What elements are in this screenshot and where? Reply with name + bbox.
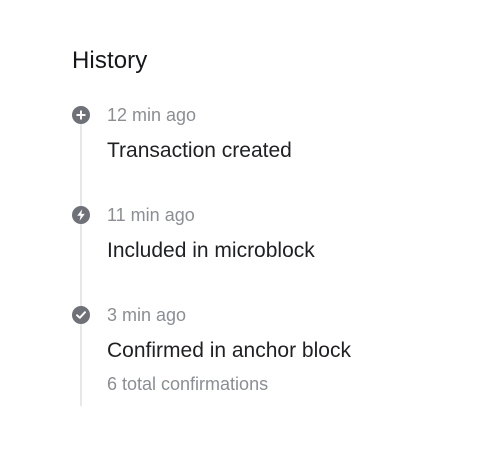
lightning-icon: [72, 206, 90, 224]
event-time: 12 min ago: [107, 105, 197, 125]
timeline-event-created: 12 min ago Transaction created: [72, 105, 452, 206]
history-panel: History 12 min ago Transaction created 1…: [72, 44, 452, 406]
confirmations-count: 6 total confirmations: [107, 374, 269, 394]
event-label: Confirmed in anchor block: [107, 339, 351, 362]
timeline-event-confirmed: 3 min ago Confirmed in anchor block 6 to…: [72, 305, 452, 406]
history-title: History: [72, 47, 148, 74]
event-label: Transaction created: [107, 139, 292, 162]
timeline-event-microblock: 11 min ago Included in microblock: [72, 205, 452, 306]
event-time: 3 min ago: [107, 305, 187, 325]
event-label: Included in microblock: [107, 239, 315, 262]
event-time: 11 min ago: [107, 205, 195, 225]
history-timeline: 12 min ago Transaction created 11 min ag…: [72, 105, 452, 406]
timeline-rail: [80, 118, 82, 406]
plus-circle-icon: [72, 106, 90, 124]
check-circle-icon: [72, 306, 90, 324]
